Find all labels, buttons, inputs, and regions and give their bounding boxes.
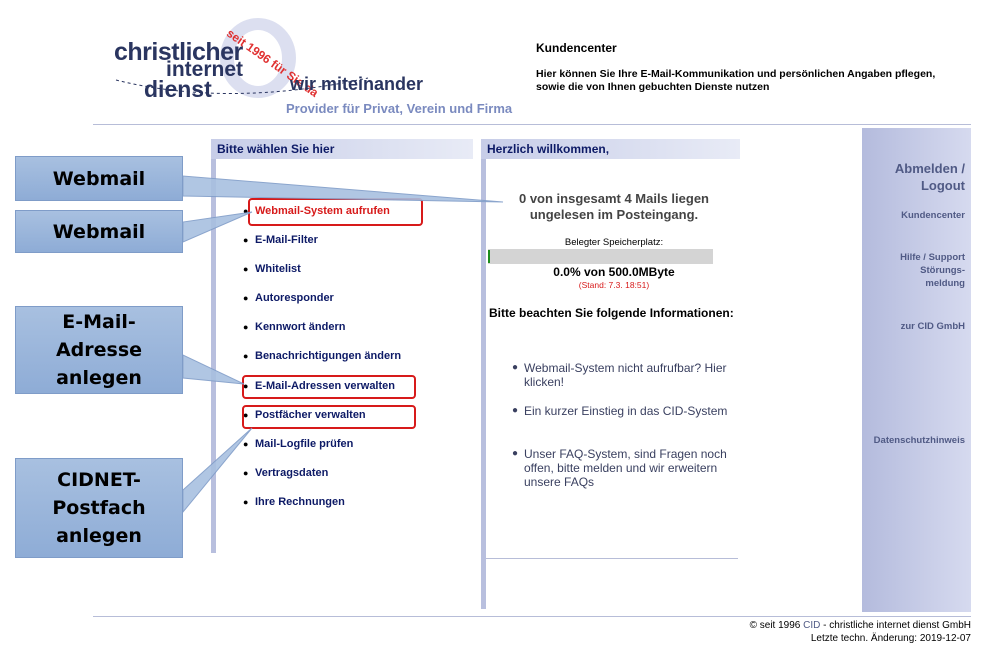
info-item-einstieg[interactable]: ●Ein kurzer Einstieg in das CID-System bbox=[512, 404, 728, 418]
bullet-icon: ● bbox=[243, 468, 249, 478]
bullet-icon: ● bbox=[243, 206, 249, 216]
page-title: Kundencenter bbox=[536, 41, 617, 55]
callout-postfach-anlegen: CIDNET-Postfach anlegen bbox=[15, 458, 183, 558]
highlight-postfaecher bbox=[242, 405, 416, 429]
bullet-icon: ● bbox=[243, 264, 249, 274]
bullet-icon: ● bbox=[243, 381, 249, 391]
logo-line3: dienst bbox=[144, 76, 212, 102]
footer-cid-link[interactable]: CID bbox=[803, 620, 821, 631]
bullet-icon: ● bbox=[243, 322, 249, 332]
highlight-email-adressen bbox=[242, 375, 416, 399]
cid-gmbh-link[interactable]: zur CID GmbH bbox=[900, 321, 965, 332]
hilfe-link[interactable]: Hilfe / Support Störungs-meldung bbox=[900, 252, 965, 289]
menu-item-whitelist[interactable]: ●Whitelist bbox=[243, 263, 301, 275]
menu-item-email-filter[interactable]: ●E-Mail-Filter bbox=[243, 234, 318, 246]
storage-timestamp: (Stand: 7.3. 18:51) bbox=[578, 280, 650, 290]
storage-progress-bar bbox=[488, 249, 713, 264]
menu-item-vertragsdaten[interactable]: ●Vertragsdaten bbox=[243, 467, 329, 479]
menu-item-webmail[interactable]: ●Webmail-System aufrufen bbox=[243, 205, 390, 217]
logout-link[interactable]: Abmelden / Logout bbox=[894, 161, 965, 193]
menu-item-logfile[interactable]: ●Mail-Logfile prüfen bbox=[243, 438, 354, 450]
callout-email-anlegen: E-Mail-Adresse anlegen bbox=[15, 306, 183, 394]
storage-label: Belegter Speicherplatz: bbox=[564, 237, 664, 248]
info-item-faq[interactable]: ●Unser FAQ-System, sind Fragen noch offe… bbox=[512, 447, 727, 489]
logo-line1: christlicher bbox=[114, 38, 243, 66]
menu-item-postfaecher[interactable]: ●Postfächer verwalten bbox=[243, 409, 366, 421]
storage-progress-fill bbox=[488, 250, 490, 263]
left-panel-bar bbox=[211, 139, 216, 553]
menu-item-autoresponder[interactable]: ●Autoresponder bbox=[243, 292, 334, 304]
right-nav-panel: Abmelden / Logout Kundencenter Hilfe / S… bbox=[862, 128, 971, 612]
bullet-icon: ● bbox=[243, 410, 249, 420]
menu-item-email-adressen[interactable]: ●E-Mail-Adressen verwalten bbox=[243, 380, 395, 392]
welcome-panel: Herzlich willkommen, 0 von insgesamt 4 M… bbox=[481, 139, 741, 609]
mail-status: 0 von insgesamt 4 Mails liegen ungelesen… bbox=[518, 191, 709, 222]
left-panel-heading: Bitte wählen Sie hier bbox=[211, 139, 473, 159]
footer-divider bbox=[93, 616, 971, 617]
logo-tagline: wir miteinander bbox=[290, 74, 424, 94]
bullet-icon: ● bbox=[512, 405, 519, 416]
bullet-icon: ● bbox=[243, 293, 249, 303]
bullet-icon: ● bbox=[243, 497, 249, 507]
storage-percent: 0.0% von 500.0MByte bbox=[553, 265, 675, 279]
info-item-webmail[interactable]: ●Webmail-System nicht aufrufbar? Hier kl… bbox=[512, 361, 727, 389]
bullet-icon: ● bbox=[243, 439, 249, 449]
bullet-icon: ● bbox=[243, 351, 249, 361]
header-divider bbox=[93, 124, 971, 125]
menu-item-rechnungen[interactable]: ●Ihre Rechnungen bbox=[243, 496, 345, 508]
callout-webmail-1: Webmail bbox=[15, 156, 183, 201]
bullet-icon: ● bbox=[512, 448, 519, 459]
cid-logo[interactable]: seit 1996 für Sie da christlicher intern… bbox=[108, 8, 528, 120]
left-menu-panel: Bitte wählen Sie hier ●Webmail-System au… bbox=[211, 139, 473, 553]
menu-item-benachrichtigungen[interactable]: ●Benachrichtigungen ändern bbox=[243, 350, 402, 362]
callout-webmail-2: Webmail bbox=[15, 210, 183, 253]
notice-heading: Bitte beachten Sie folgende Informatione… bbox=[489, 306, 734, 320]
mid-panel-bar bbox=[481, 139, 486, 609]
datenschutz-link[interactable]: Datenschutzhinweis bbox=[873, 435, 965, 446]
footer-changed: Letzte techn. Änderung: 2019-12-07 bbox=[810, 633, 971, 644]
welcome-heading: Herzlich willkommen, bbox=[481, 139, 740, 159]
kundencenter-link[interactable]: Kundencenter bbox=[901, 210, 965, 221]
menu-item-kennwort[interactable]: ●Kennwort ändern bbox=[243, 321, 346, 333]
logo-provider: Provider für Privat, Verein und Firma bbox=[286, 101, 513, 116]
bullet-icon: ● bbox=[243, 235, 249, 245]
logo-line2: internet bbox=[166, 58, 244, 81]
logo-swoosh-icon bbox=[115, 18, 369, 98]
bullet-icon: ● bbox=[512, 362, 519, 373]
mid-divider bbox=[486, 558, 738, 559]
page-description: Hier können Sie Ihre E-Mail-Kommunikatio… bbox=[536, 68, 936, 93]
footer-copyright: © seit 1996 CID - christliche internet d… bbox=[749, 620, 971, 631]
